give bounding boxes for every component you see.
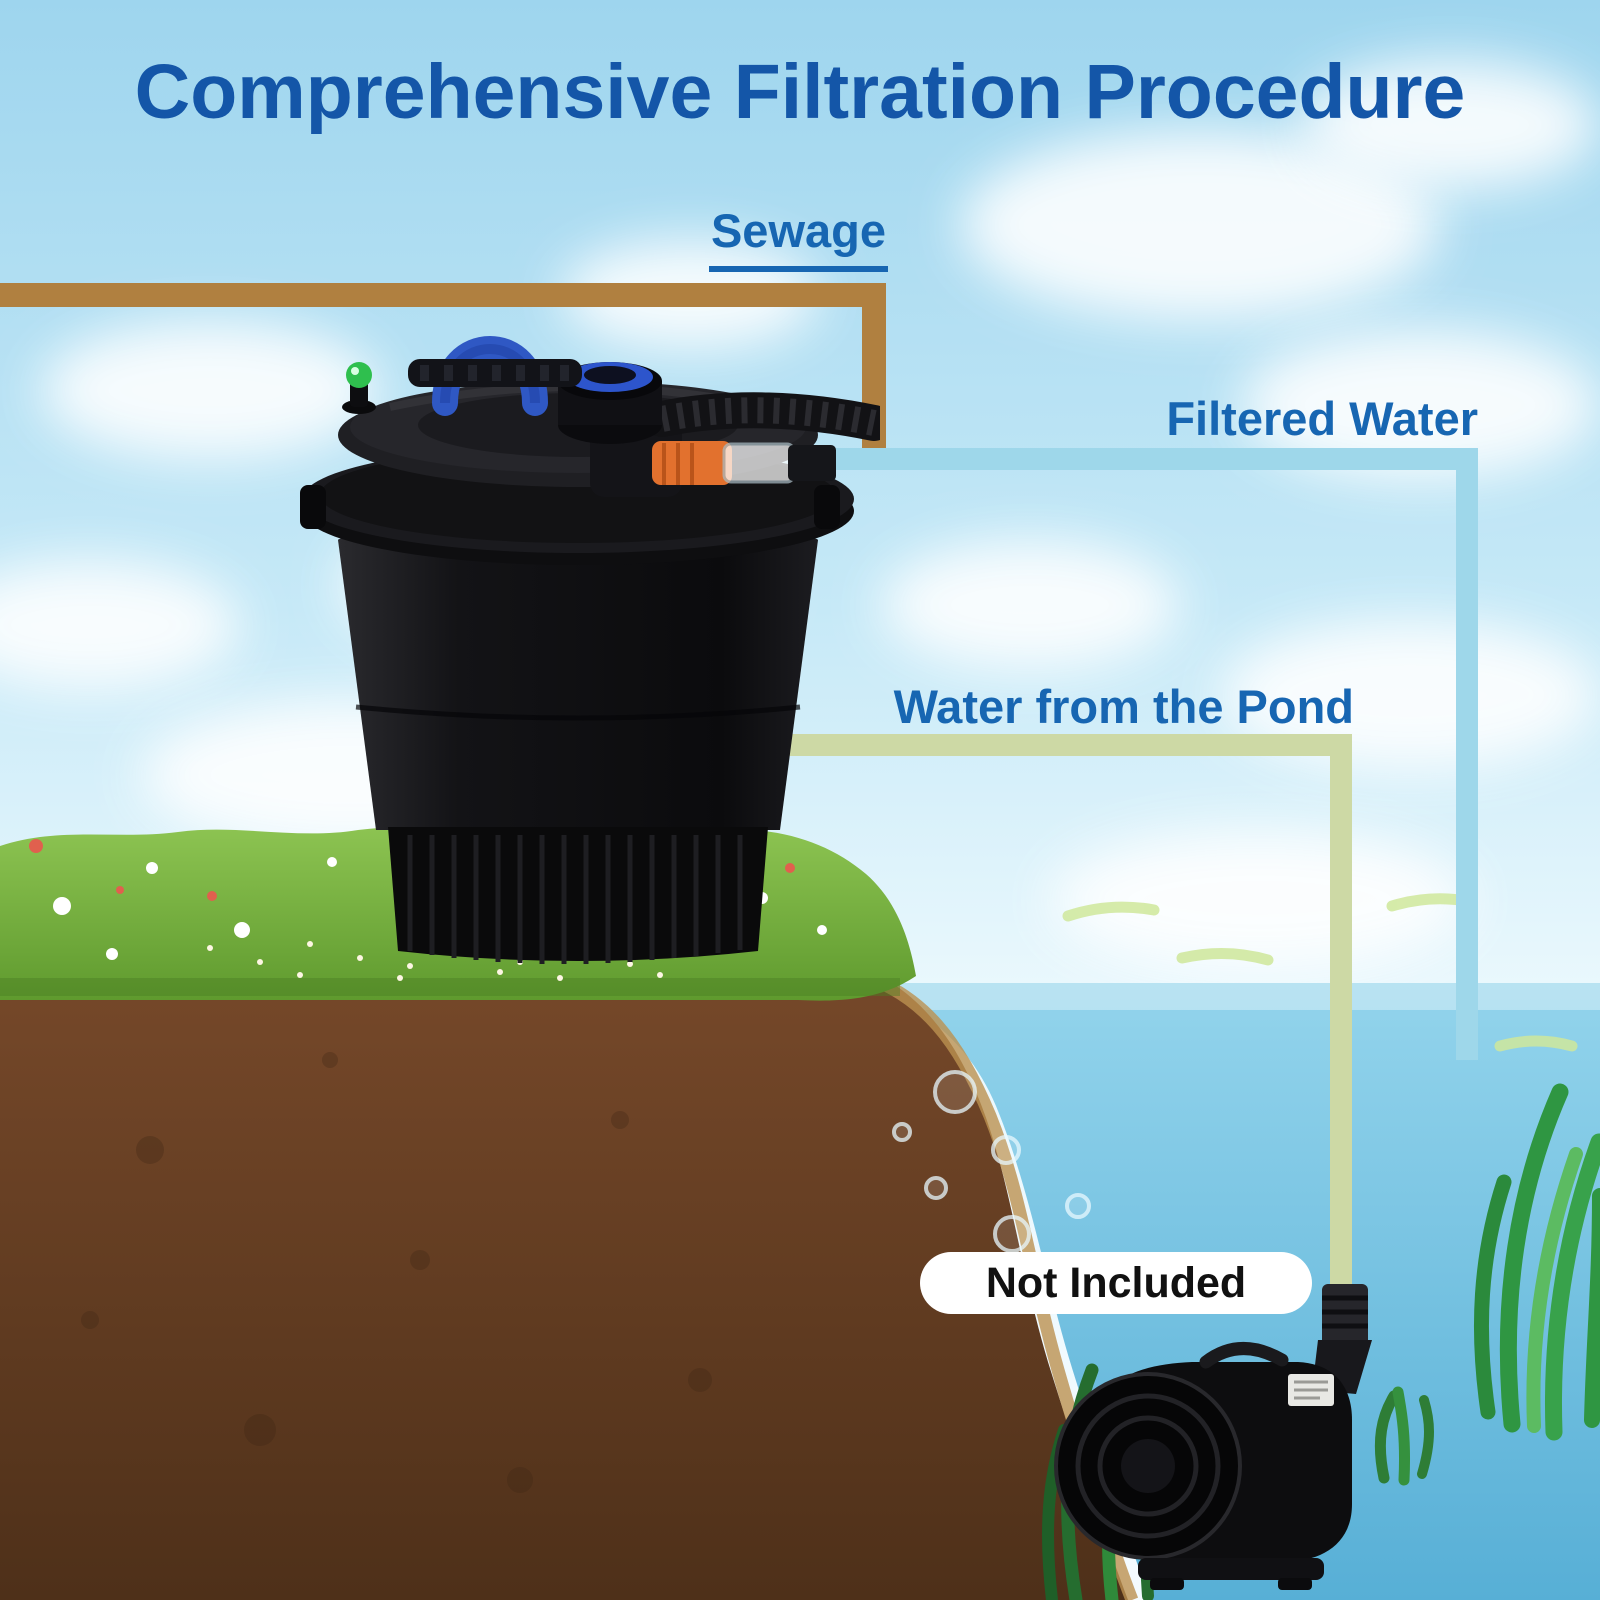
- seaweed: [1374, 1386, 1434, 1486]
- sewage-hose: [644, 392, 880, 441]
- pump-intake-cage: [1054, 1372, 1242, 1560]
- cloud: [1300, 60, 1600, 190]
- not-included-badge: Not Included: [920, 1252, 1312, 1314]
- filtered-water-pipe-horizontal: [812, 448, 1478, 470]
- pressure-indicator: [342, 362, 376, 414]
- page-title: Comprehensive Filtration Procedure: [134, 49, 1466, 135]
- filtered-water-pipe-vertical: [1456, 448, 1478, 1060]
- cloud: [0, 560, 240, 690]
- shore-grass-right: [1473, 1083, 1600, 1441]
- pond-water-pipe-vertical: [1330, 734, 1352, 1298]
- filter-handle: [408, 336, 582, 416]
- filter-body: [338, 531, 818, 964]
- pressure-filter-illustration: [300, 336, 880, 964]
- pond-water-pipe-horizontal: [786, 734, 1352, 756]
- pump-base: [1138, 1558, 1324, 1590]
- cleaning-dial: [558, 362, 662, 444]
- outlet-fittings: [652, 441, 836, 485]
- base-ribs: [407, 835, 743, 964]
- pond-pump-illustration: [1054, 1284, 1372, 1590]
- sewage-pipe-horizontal: [0, 283, 886, 307]
- cloud: [40, 320, 380, 460]
- floating-leaves: [1062, 893, 1578, 1052]
- filtered-water-label: Filtered Water: [1166, 392, 1478, 445]
- cloud: [880, 540, 1180, 670]
- pond-water-label: Water from the Pond: [893, 680, 1354, 733]
- sewage-label: Sewage: [708, 204, 888, 272]
